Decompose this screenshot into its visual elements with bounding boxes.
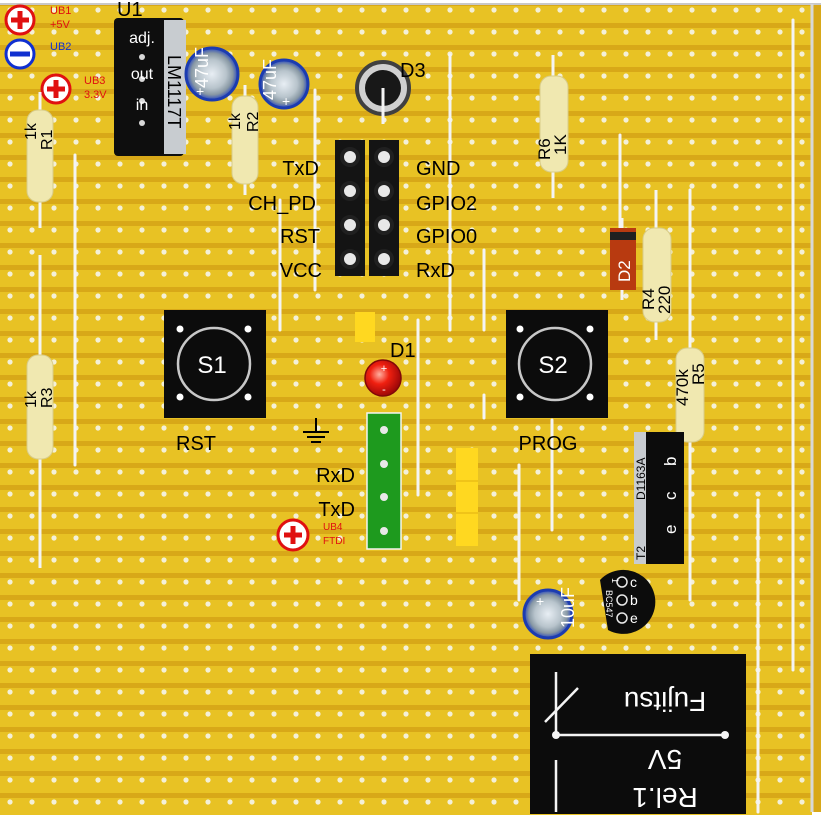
- ub3-voltage: 3.3V: [84, 89, 107, 101]
- jumper-pad: [456, 448, 478, 546]
- resistor-r5-value: 470k: [673, 369, 692, 406]
- resistor-r5-ref: R5: [689, 363, 708, 385]
- esp-pin-gnd: GND: [416, 158, 460, 180]
- button-s2-ref: S2: [538, 352, 567, 379]
- svg-text:+: +: [536, 593, 544, 609]
- ub2-label: UB2: [50, 41, 71, 53]
- esp-pin-ch-pd: CH_PD: [248, 193, 316, 215]
- ub3-label: UB3: [84, 75, 105, 87]
- esp-pin-gpio2: GPIO2: [416, 193, 477, 215]
- transistor-t2-ref: T2: [634, 546, 648, 560]
- transistor-bc547-pin-b: b: [630, 592, 638, 608]
- capacitor-c2[interactable]: +: [258, 58, 310, 110]
- transistor-t2-part: D1163A: [634, 458, 648, 500]
- relay-voltage: 5V: [648, 744, 683, 775]
- resistor-r2-value: 1k: [227, 112, 244, 130]
- esp-pin-rxd: RxD: [416, 260, 455, 282]
- esp-pin-gpio0: GPIO0: [416, 226, 477, 248]
- button-s2[interactable]: [506, 310, 608, 418]
- transistor-bc547-pin1: 1: [610, 578, 620, 583]
- esp-pin-txd: TxD: [282, 158, 319, 180]
- ub4-source: FTDI: [323, 536, 345, 547]
- svg-text:+: +: [196, 83, 204, 99]
- power-terminal-ub1[interactable]: [4, 4, 36, 36]
- resistor-r3[interactable]: [26, 255, 54, 568]
- capacitor-c1-value: 47uF: [192, 47, 212, 88]
- diode-d2-ref: D2: [615, 260, 634, 282]
- power-terminal-ub2[interactable]: [4, 38, 36, 70]
- transistor-t2-pin-b: b: [661, 457, 680, 466]
- svg-text:+: +: [282, 93, 290, 109]
- ftdi-txd-label: TxD: [318, 499, 355, 521]
- resistor-r6-ref: R6: [535, 138, 554, 160]
- resistor-r6-value: 1K: [551, 134, 570, 155]
- resistor-r3-ref: R3: [39, 387, 56, 408]
- transistor-t2[interactable]: [634, 432, 684, 564]
- ub4-label: UB4: [323, 522, 343, 533]
- led-d1[interactable]: + -: [364, 359, 402, 397]
- resistor-r4-value: 220: [655, 286, 674, 314]
- jumper-pad: [355, 312, 375, 342]
- diode-d2[interactable]: [610, 218, 636, 300]
- transistor-bc547-pin-e: e: [630, 610, 638, 626]
- esp-header[interactable]: [335, 140, 399, 276]
- transistor-bc547[interactable]: [600, 569, 656, 634]
- ground-icon: [303, 418, 329, 443]
- ub1-label: UB1: [50, 5, 71, 17]
- relay-ref: Rel.1: [632, 782, 697, 813]
- power-terminal-ub3[interactable]: [40, 73, 72, 105]
- svg-text:+: +: [381, 363, 387, 375]
- regulator-pin-adj: adj.: [129, 30, 155, 47]
- transistor-bc547-part: BC547: [604, 590, 614, 618]
- regulator-part: LM1117T: [164, 55, 184, 128]
- regulator-u1[interactable]: [114, 18, 186, 156]
- led-d1-ref: D1: [390, 340, 416, 362]
- transistor-t2-pin-e: e: [661, 525, 680, 534]
- transistor-t2-pin-c: c: [661, 491, 680, 500]
- ftdi-header[interactable]: [366, 412, 402, 550]
- esp-pin-rst: RST: [280, 226, 320, 248]
- diode-d3[interactable]: [355, 60, 411, 124]
- resistor-r1-ref: R1: [39, 129, 56, 150]
- ftdi-rxd-label: RxD: [316, 465, 355, 487]
- capacitor-c3-value: 10uF: [558, 587, 578, 628]
- resistor-r3-value: 1k: [23, 390, 40, 408]
- relay[interactable]: [530, 654, 746, 814]
- regulator-ref: U1: [117, 0, 143, 21]
- resistor-r6[interactable]: [539, 55, 569, 198]
- resistor-r2[interactable]: [231, 85, 259, 195]
- capacitor-c3[interactable]: +: [522, 588, 574, 640]
- power-terminal-ub4[interactable]: [276, 518, 310, 552]
- relay-brand: Fujitsu: [624, 686, 706, 717]
- resistor-r1[interactable]: [26, 92, 54, 228]
- capacitor-c1[interactable]: +: [184, 46, 240, 102]
- resistor-r2-ref: R2: [245, 111, 262, 132]
- resistor-r4[interactable]: [642, 190, 672, 340]
- button-s1-function: RST: [176, 433, 216, 455]
- button-s1[interactable]: [164, 310, 266, 418]
- transistor-bc547-pin-c: c: [630, 574, 637, 590]
- resistor-r1-value: 1k: [23, 122, 40, 140]
- capacitor-c2-value: 47uF: [260, 59, 280, 100]
- regulator-pin-out: out: [131, 66, 154, 83]
- esp-pin-vcc: VCC: [280, 260, 322, 282]
- svg-text:-: -: [382, 384, 386, 396]
- resistor-r5[interactable]: [675, 330, 705, 460]
- regulator-pin-in: in: [136, 97, 148, 114]
- diode-d3-ref: D3: [400, 60, 426, 82]
- wire-links: [73, 18, 795, 814]
- button-s1-ref: S1: [197, 352, 226, 379]
- resistor-r4-ref: R4: [639, 288, 658, 310]
- ub1-voltage: +5V: [50, 19, 71, 31]
- button-s2-function: PROG: [519, 433, 578, 455]
